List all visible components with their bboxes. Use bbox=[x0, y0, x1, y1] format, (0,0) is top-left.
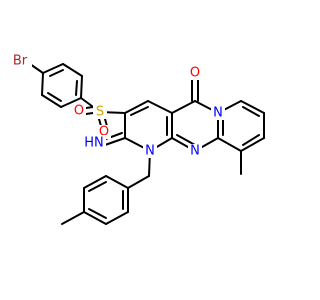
sulfur-label: S bbox=[96, 105, 104, 120]
sulfonyl-oxygen-lower-label: O bbox=[99, 125, 109, 140]
bond-ch2-c bbox=[127, 175, 150, 189]
bond-ring-a bbox=[41, 94, 62, 108]
lower-nitrogen-atom: N bbox=[143, 144, 157, 159]
bond-ring-e bbox=[105, 211, 129, 225]
bond-ring-e bbox=[83, 211, 107, 225]
bond-ring-a bbox=[42, 63, 64, 74]
bond-br-c bbox=[29, 63, 44, 74]
bond-ring-a bbox=[62, 63, 83, 77]
molecule-structure-diagram: Br S O O O N N N bbox=[8, 53, 265, 225]
pyrido-nitrogen-label: N bbox=[213, 106, 223, 121]
bond-ring-b bbox=[124, 100, 149, 114]
bond-ring-d bbox=[217, 137, 242, 152]
bond-ring-a bbox=[41, 72, 44, 96]
sulfur-atom: S bbox=[93, 105, 107, 120]
bond-ring-c-inner bbox=[176, 134, 196, 146]
pyrido-nitrogen-atom: N bbox=[211, 106, 225, 121]
ketone-oxygen-atom: O bbox=[188, 66, 202, 81]
bond-ring-d-inner bbox=[242, 134, 260, 146]
atom-labels: Br S O O O N N N bbox=[8, 53, 225, 159]
bond-ring-a-inner bbox=[47, 92, 62, 102]
imino-group: HN bbox=[82, 135, 106, 151]
bond-ring-e-inner bbox=[88, 181, 107, 192]
bond-ring-a-inner bbox=[75, 80, 78, 96]
imino-label: HN bbox=[84, 136, 104, 151]
bond-ring-a bbox=[80, 75, 83, 99]
bond-ring-b-inner bbox=[130, 106, 149, 116]
bond-c-nh bbox=[104, 137, 126, 146]
bond-ring-e bbox=[83, 175, 107, 189]
bond-ring-a bbox=[60, 97, 82, 108]
ketone-oxygen-label: O bbox=[190, 66, 200, 81]
lower-nitrogen-label: N bbox=[145, 144, 155, 159]
bond-ring-c bbox=[171, 100, 196, 114]
bond-ring-a-inner bbox=[49, 69, 64, 77]
bond-c-methyl bbox=[61, 211, 85, 225]
bond-ring-e bbox=[105, 175, 129, 189]
bond-ring-b bbox=[147, 100, 173, 114]
bond-ring-d-inner bbox=[242, 106, 260, 117]
bond-ring-d bbox=[240, 137, 265, 152]
bond-ring-e-inner bbox=[88, 208, 107, 219]
bond-ring-d bbox=[240, 100, 265, 114]
bromine-label: Br bbox=[13, 54, 28, 69]
bromine-atom: Br bbox=[8, 53, 32, 69]
bridge-nitrogen-label: N bbox=[190, 144, 200, 159]
bridge-nitrogen-atom: N bbox=[188, 144, 202, 159]
sulfonyl-oxygen-left-label: O bbox=[74, 104, 84, 119]
sulfonyl-oxygen-left-atom: O bbox=[72, 104, 86, 119]
